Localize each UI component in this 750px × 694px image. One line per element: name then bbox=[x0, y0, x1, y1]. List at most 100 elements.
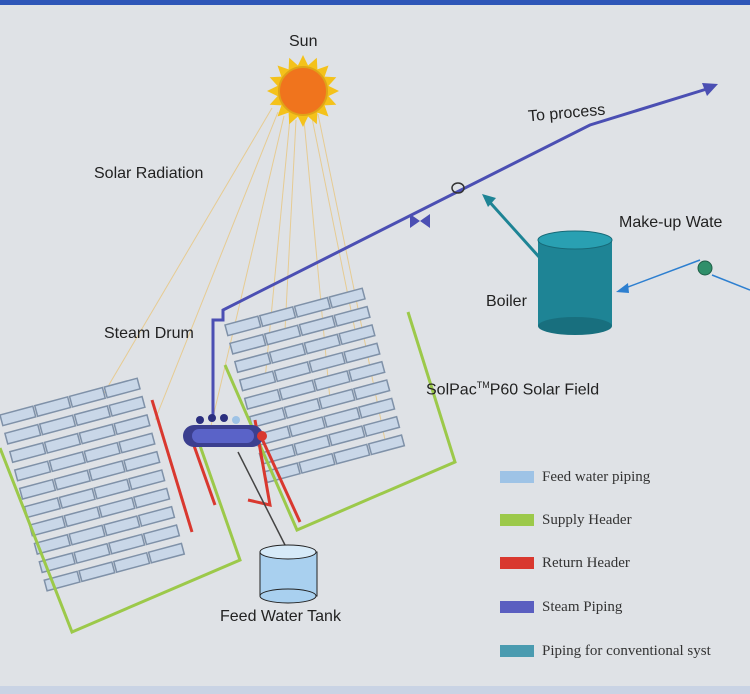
solar-collector bbox=[233, 351, 272, 374]
solar-collector bbox=[332, 443, 371, 465]
solar-collector bbox=[123, 450, 161, 473]
solar-collector bbox=[142, 524, 181, 546]
boiler-label: Boiler bbox=[486, 293, 527, 310]
solar-collector bbox=[53, 469, 92, 491]
solar-radiation-rays bbox=[99, 107, 386, 441]
solar-collector bbox=[288, 416, 326, 438]
legend-label: Feed water piping bbox=[542, 468, 651, 485]
legend-swatch bbox=[500, 557, 534, 569]
legend-item-conventional-piping: Piping for conventional syst bbox=[500, 640, 711, 662]
solar-field-label: SolPacTMP60 Solar Field bbox=[426, 380, 599, 399]
solar-collector bbox=[23, 497, 62, 519]
solar-collector bbox=[328, 425, 366, 447]
gauge-icon bbox=[451, 182, 465, 194]
steam-drum bbox=[183, 414, 267, 447]
solar-collector bbox=[273, 361, 312, 383]
solar-field-suffix: P60 Solar Field bbox=[489, 381, 600, 399]
solar-collector bbox=[308, 351, 346, 373]
solar-collector bbox=[147, 542, 186, 564]
solar-collector bbox=[28, 515, 67, 537]
solar-collector bbox=[3, 423, 42, 445]
sun-label: Sun bbox=[289, 33, 318, 50]
solar-collector bbox=[112, 551, 151, 574]
solar-collector bbox=[352, 379, 391, 401]
legend-item-steam-piping: Steam Piping bbox=[500, 596, 622, 618]
solar-collector bbox=[303, 333, 341, 355]
solar-radiation-label: Solar Radiation bbox=[94, 165, 204, 182]
solar-collector bbox=[298, 452, 336, 475]
legend-label: Return Header bbox=[542, 554, 630, 571]
trademark-mark: TM bbox=[476, 380, 490, 390]
solar-collector bbox=[362, 415, 401, 438]
solar-collector bbox=[263, 324, 302, 346]
solar-collector bbox=[18, 478, 57, 500]
solar-collector bbox=[118, 432, 156, 454]
solar-collector bbox=[313, 370, 351, 392]
solar-collector bbox=[78, 561, 116, 583]
pump-icon bbox=[697, 260, 713, 276]
solar-collector bbox=[357, 397, 396, 419]
steam-drum-label: Steam Drum bbox=[104, 325, 194, 342]
solar-collector bbox=[348, 360, 386, 383]
solar-collector bbox=[68, 386, 107, 408]
legend-item-feed-water: Feed water piping bbox=[500, 466, 650, 488]
solar-collector bbox=[93, 478, 131, 500]
bottom-border bbox=[0, 686, 750, 694]
solar-collector bbox=[108, 395, 146, 417]
legend-item-return-header: Return Header bbox=[500, 552, 630, 574]
feed-water-pipe bbox=[237, 451, 286, 546]
solar-collector bbox=[33, 395, 72, 418]
solar-collector bbox=[367, 434, 406, 456]
solar-field-prefix: SolPac bbox=[426, 381, 477, 399]
legend-swatch bbox=[500, 514, 534, 526]
legend-label: Supply Header bbox=[542, 511, 632, 528]
feed-water-tank-label: Feed Water Tank bbox=[220, 608, 341, 625]
solar-collector bbox=[73, 542, 111, 565]
solar-collector bbox=[48, 451, 87, 473]
solar-collector bbox=[103, 377, 141, 399]
solar-collector bbox=[132, 487, 171, 509]
solar-collector bbox=[268, 342, 307, 364]
solar-collector bbox=[283, 397, 321, 419]
solar-collector bbox=[63, 506, 101, 528]
solar-collector bbox=[333, 305, 371, 327]
solar-collector bbox=[58, 487, 96, 509]
arrow-to-process bbox=[702, 83, 718, 96]
legend-swatch bbox=[500, 601, 534, 613]
solar-collector bbox=[238, 370, 277, 392]
solar-collector bbox=[83, 441, 121, 463]
solar-collector bbox=[328, 287, 366, 309]
solar-collector bbox=[293, 296, 332, 318]
valve-icon bbox=[410, 214, 430, 228]
solar-collector bbox=[103, 515, 141, 537]
solar-collector bbox=[293, 434, 331, 456]
legend-item-supply-header: Supply Header bbox=[500, 509, 632, 531]
solar-collector bbox=[13, 460, 52, 482]
boiler-tank bbox=[537, 230, 613, 335]
legend-label: Steam Piping bbox=[542, 598, 623, 615]
solar-collector bbox=[298, 314, 337, 337]
legend-label: Piping for conventional syst bbox=[542, 642, 711, 659]
steam-piping bbox=[211, 86, 711, 420]
boiler-steam-pipe bbox=[484, 196, 542, 260]
top-border bbox=[0, 0, 750, 5]
legend-swatch bbox=[500, 645, 534, 657]
feed-water-tank bbox=[259, 544, 318, 604]
legend-swatch bbox=[500, 471, 534, 483]
solar-collector bbox=[258, 305, 297, 328]
solar-collector bbox=[33, 533, 72, 556]
solar-collector bbox=[78, 423, 116, 445]
solar-collector bbox=[43, 432, 82, 454]
make-up-water-label: Make-up Wate bbox=[619, 214, 723, 231]
solar-collector bbox=[38, 414, 77, 436]
solar-panel-right bbox=[224, 287, 406, 484]
solar-collector bbox=[343, 342, 381, 364]
solar-collector bbox=[338, 324, 376, 346]
solar-collector bbox=[137, 505, 176, 528]
solar-collector bbox=[0, 405, 37, 427]
solar-collector bbox=[107, 533, 146, 555]
solar-collector bbox=[98, 496, 136, 519]
solar-collector bbox=[73, 404, 112, 427]
solar-collector bbox=[323, 406, 361, 429]
